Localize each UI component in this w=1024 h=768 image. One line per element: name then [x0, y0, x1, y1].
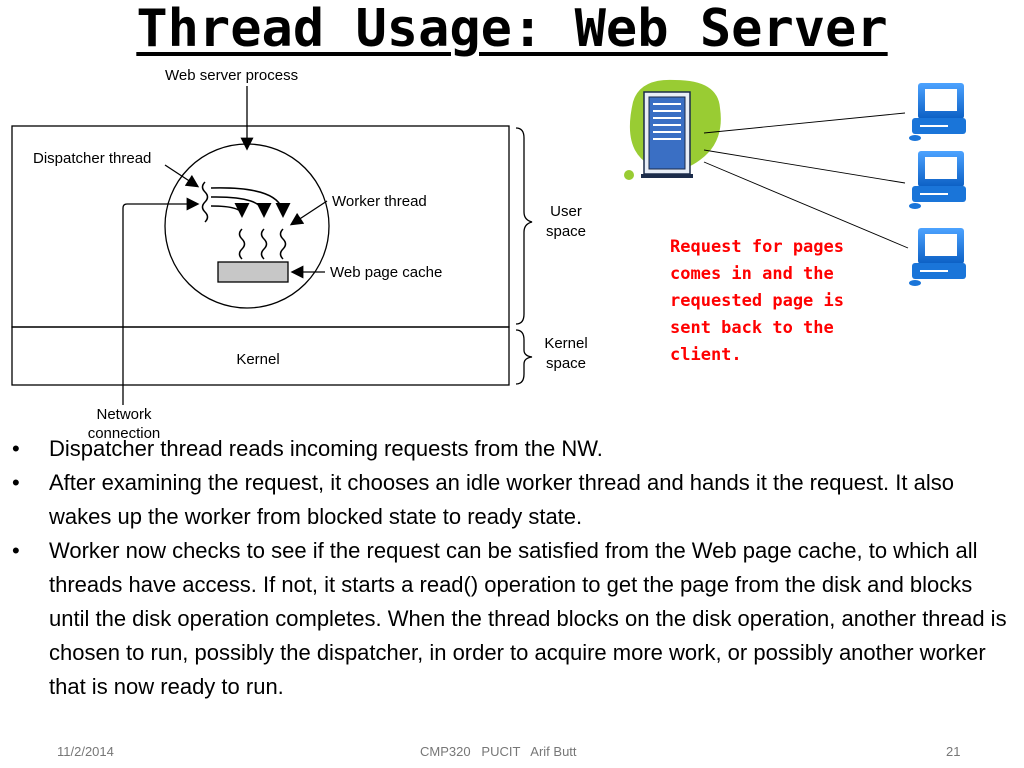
footer-center: CMP320 PUCIT Arif Butt [420, 744, 577, 759]
bullet-item: • Worker now checks to see if the request… [10, 534, 1010, 704]
dispatch-arrow-3 [210, 202, 250, 218]
user-space-brace [515, 127, 533, 325]
kernel-space-box [11, 326, 510, 386]
user-space-label-1: User [550, 203, 582, 220]
worker-pointer [289, 200, 328, 226]
connection-label: connection [88, 425, 161, 440]
dispatch-arrow-1 [210, 187, 291, 218]
worker-thread-squiggle [260, 228, 268, 260]
server-client-link-2 [703, 149, 906, 184]
kernel-label: Kernel [236, 351, 279, 368]
bullet-list: • Dispatcher thread reads incoming reques… [10, 432, 1010, 704]
slide-title: Thread Usage: Web Server [136, 0, 888, 59]
kernel-space-brace [515, 329, 533, 385]
network-connection-line [122, 197, 200, 405]
network-label: Network [96, 406, 152, 423]
bullet-marker: • [12, 470, 20, 495]
process-circle [164, 143, 330, 309]
kernel-space-label-2: space [546, 355, 586, 372]
request-note: Request for pages comes in and the reque… [670, 237, 844, 365]
dispatcher-pointer [164, 164, 200, 188]
dispatcher-thread-label: Dispatcher thread [33, 150, 151, 167]
bullet-marker: • [12, 538, 20, 563]
dispatch-arrow-2 [210, 196, 272, 218]
bullet-text: Dispatcher thread reads incoming request… [49, 436, 603, 461]
server-client-link-1 [703, 112, 906, 134]
web-server-diagram: Web server process Dispatcher thread Wor… [11, 67, 966, 440]
dispatcher-thread-squiggle [201, 181, 209, 223]
web-server-process-label: Web server process [165, 67, 298, 84]
worker-thread-squiggle [238, 228, 246, 260]
server-client-link-3 [703, 161, 909, 249]
worker-thread-squiggle [279, 228, 287, 260]
web-page-cache-label: Web page cache [330, 264, 442, 281]
client-computer-icon [909, 83, 966, 141]
footer-date: 11/2/2014 [57, 744, 114, 759]
client-computer-icon [909, 151, 966, 209]
user-space-label-2: space [546, 223, 586, 240]
client-computer-icon [909, 228, 966, 286]
bullet-marker: • [12, 436, 20, 461]
worker-thread-label: Worker thread [332, 193, 427, 210]
bullet-item: • Dispatcher thread reads incoming reques… [10, 432, 1010, 466]
bullet-item: • After examining the request, it chooses… [10, 466, 1010, 534]
footer-page-number: 21 [946, 744, 961, 759]
kernel-space-label-1: Kernel [544, 335, 587, 352]
web-page-cache-block [217, 261, 289, 283]
bullet-text: Worker now checks to see if the request … [49, 538, 1007, 699]
server-icon [624, 79, 721, 180]
bullet-text: After examining the request, it chooses … [49, 470, 954, 529]
